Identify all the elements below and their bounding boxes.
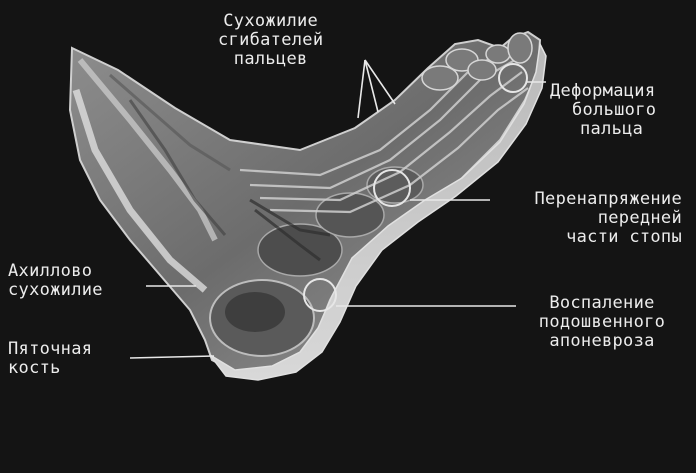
label-flexor-tendon: Сухожилие сгибателей пальцев [218, 12, 323, 69]
label-plantar-fasciitis: Воспаление подошвенного апоневроза [520, 294, 684, 351]
label-heel-bone: Пяточная кость [8, 340, 92, 378]
label-big-toe-deformity: Деформация большого пальца [550, 82, 656, 139]
label-achilles-tendon: Ахиллово сухожилие [8, 262, 103, 300]
label-forefoot-overstrain: Перенапряжение передней части стопы [492, 190, 682, 247]
